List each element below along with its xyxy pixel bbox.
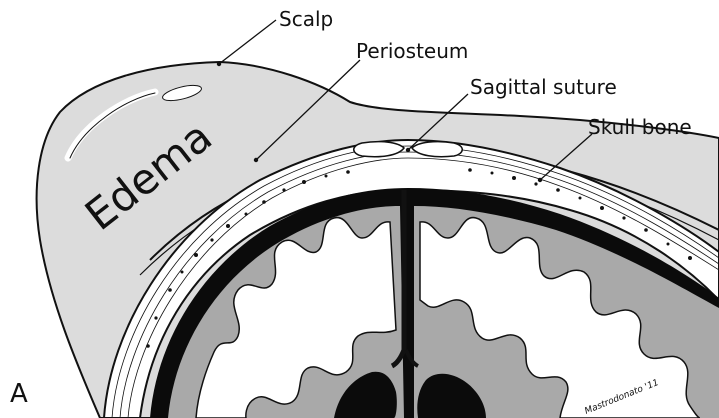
panel-letter: A [10,379,28,409]
leader-line-scalp [219,20,276,64]
label-scalp: Scalp [279,7,333,31]
skull-pointer-dot [538,178,542,182]
label-periosteum: Periosteum [356,39,468,63]
sagittal-pointer-dot [406,148,410,152]
periosteum-pointer-dot [254,158,258,162]
label-skull-bone: Skull bone [588,115,692,139]
scalp-pointer-dot [217,62,221,66]
label-sagittal-suture: Sagittal suture [470,75,617,99]
